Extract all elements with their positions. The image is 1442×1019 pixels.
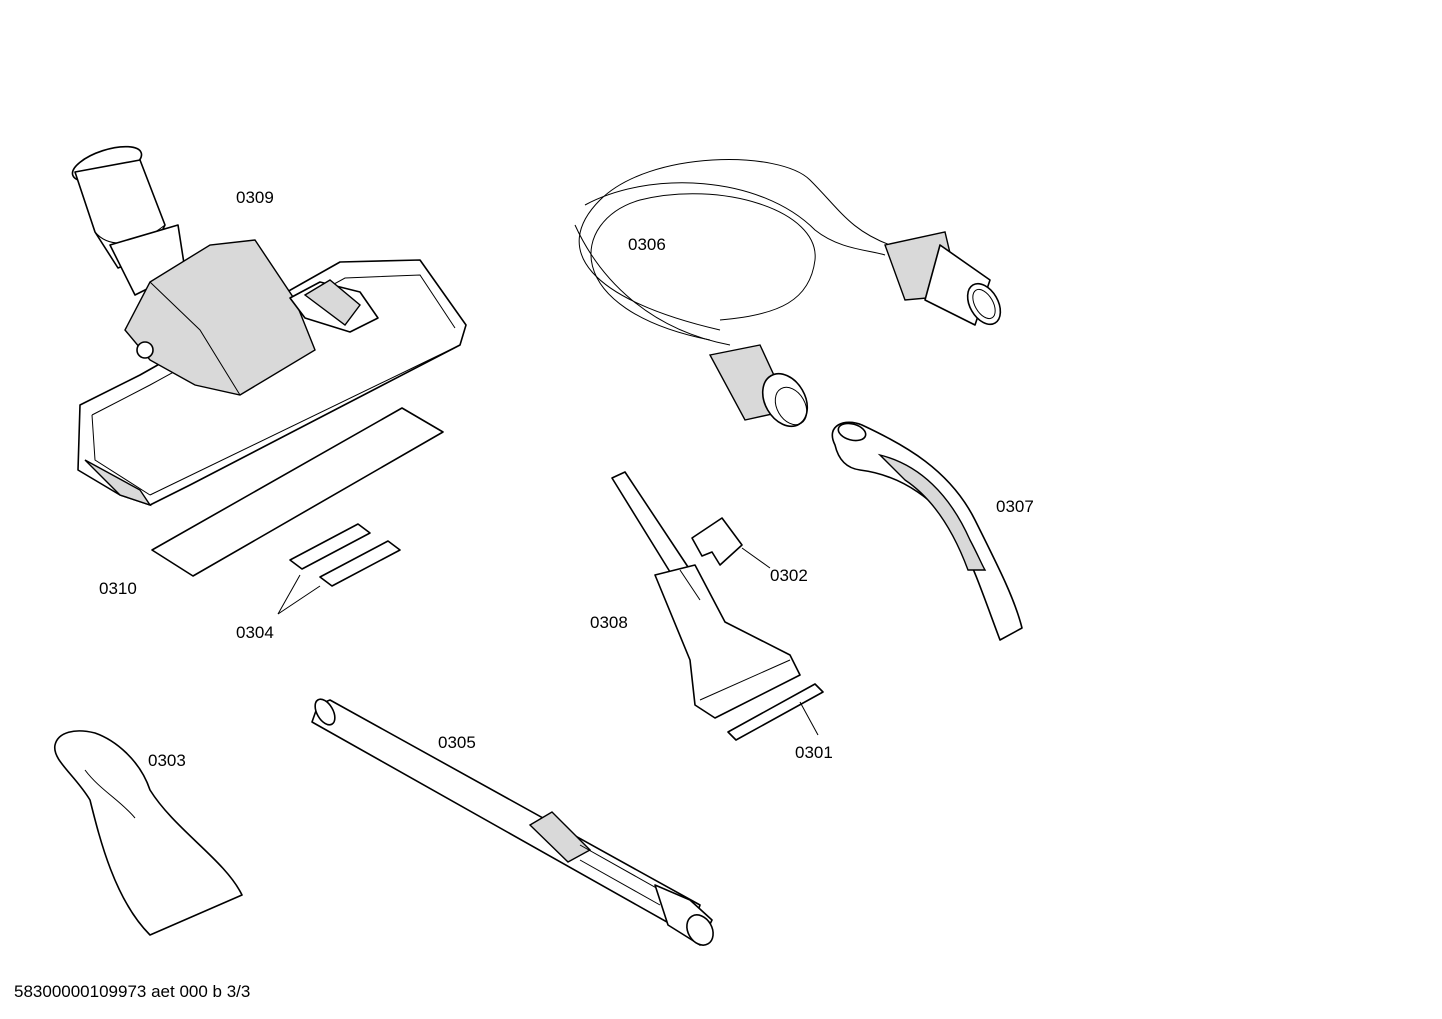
crevice-nozzle-drawing [54, 730, 243, 936]
label-0306: 0306 [628, 235, 666, 254]
floor-nozzle-drawing [71, 145, 467, 507]
label-0304: 0304 [236, 623, 274, 642]
label-0307: 0307 [996, 497, 1034, 516]
label-0308: 0308 [590, 613, 628, 632]
label-0310: 0310 [99, 579, 137, 598]
label-0301: 0301 [795, 743, 833, 762]
upholstery-nozzle-drawing [611, 471, 801, 719]
document-footer-id: 58300000109973 aet 000 b 3/3 [14, 982, 250, 1001]
strips-0304-drawing [277, 523, 401, 615]
label-0303: 0303 [148, 751, 186, 770]
strip-0301-drawing [727, 683, 824, 741]
strip-0310-drawing [151, 407, 444, 577]
label-0302: 0302 [770, 566, 808, 585]
handle-drawing [831, 421, 1023, 641]
clip-drawing [691, 517, 743, 566]
label-0309: 0309 [236, 188, 274, 207]
extension-tube-drawing [311, 698, 714, 946]
hose-drawing [574, 159, 1002, 428]
label-0305: 0305 [438, 733, 476, 752]
